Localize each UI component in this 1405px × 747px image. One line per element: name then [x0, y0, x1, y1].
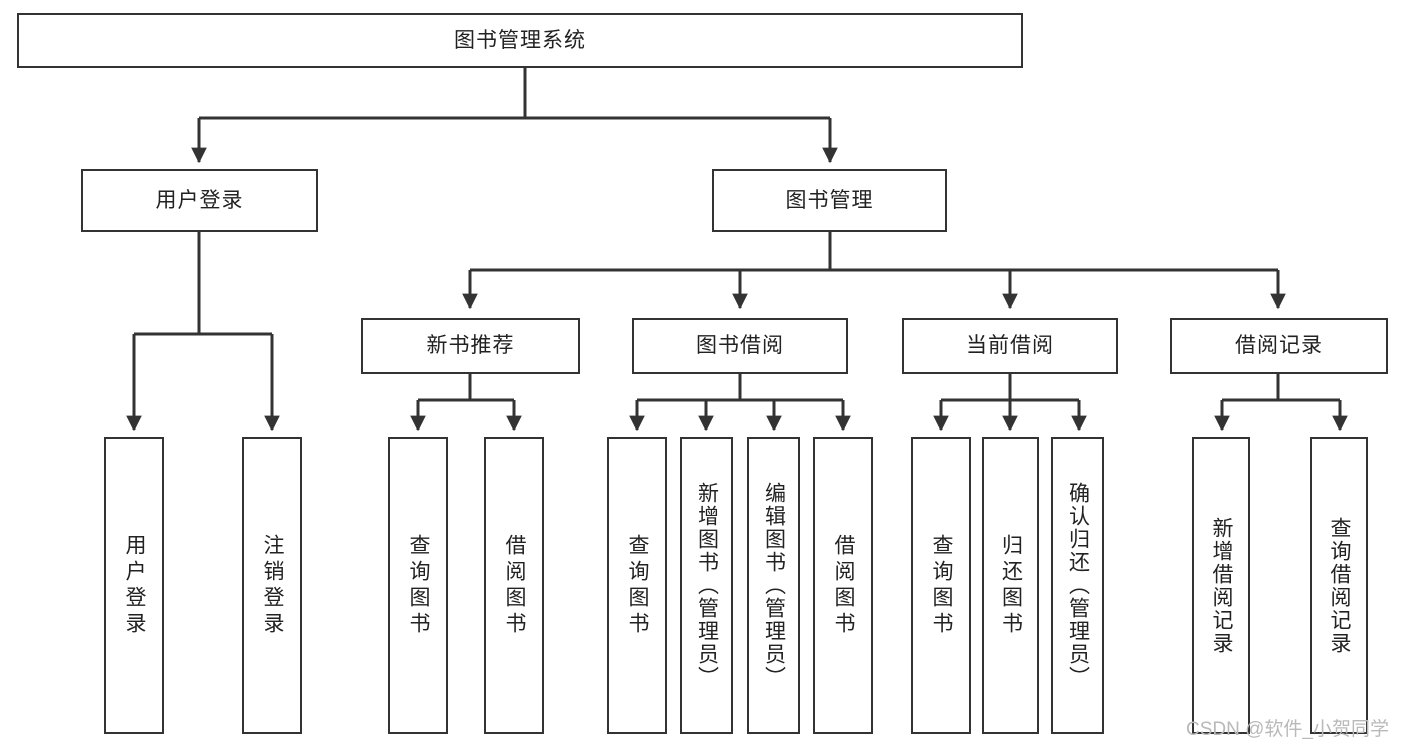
node-user-login[interactable]: 用户登录 — [81, 169, 318, 232]
node-leaf-edit-book[interactable]: 编辑图书（管理员） — [747, 437, 800, 734]
node-leaf-logout[interactable]: 注销登录 — [242, 437, 302, 734]
node-leaf-confirm-return[interactable]: 确认归还（管理员） — [1051, 437, 1104, 734]
node-leaf-query-book-1[interactable]: 查询图书 — [388, 437, 448, 734]
node-leaf-return-book[interactable]: 归还图书 — [982, 437, 1039, 734]
node-borrow-record[interactable]: 借阅记录 — [1170, 318, 1388, 374]
node-new-book-rec[interactable]: 新书推荐 — [361, 318, 580, 374]
node-root[interactable]: 图书管理系统 — [17, 13, 1023, 68]
node-book-borrow[interactable]: 图书借阅 — [632, 318, 848, 374]
node-leaf-query-record[interactable]: 查询借阅记录 — [1310, 437, 1368, 734]
node-leaf-query-book-2[interactable]: 查询图书 — [607, 437, 667, 734]
node-leaf-user-login[interactable]: 用户登录 — [104, 437, 164, 734]
node-book-manage[interactable]: 图书管理 — [712, 169, 947, 232]
node-current-borrow[interactable]: 当前借阅 — [902, 318, 1118, 374]
node-leaf-borrow-book-1[interactable]: 借阅图书 — [484, 437, 544, 734]
node-leaf-borrow-book-2[interactable]: 借阅图书 — [813, 437, 873, 734]
node-leaf-add-record[interactable]: 新增借阅记录 — [1192, 437, 1250, 734]
node-leaf-add-book[interactable]: 新增图书（管理员） — [680, 437, 733, 734]
node-leaf-query-book-3[interactable]: 查询图书 — [911, 437, 971, 734]
csdn-watermark: CSDN @软件_小贺同学 — [1186, 719, 1389, 740]
